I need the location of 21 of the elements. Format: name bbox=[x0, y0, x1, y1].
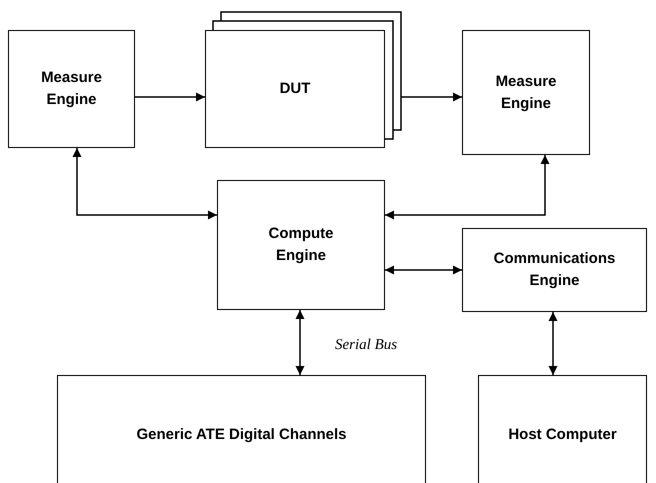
block-box bbox=[478, 375, 647, 483]
arrow bbox=[385, 155, 550, 220]
block-label: Generic ATE Digital Channels bbox=[135, 425, 348, 445]
arrow bbox=[296, 310, 304, 375]
arrow bbox=[401, 92, 462, 102]
block-label: Compute Engine bbox=[268, 224, 334, 266]
block-label: Communications Engine bbox=[492, 249, 616, 291]
arrow bbox=[72, 148, 217, 220]
block-label: Host Computer bbox=[507, 425, 618, 445]
block-box bbox=[57, 375, 426, 483]
block-box bbox=[8, 30, 135, 148]
block-box bbox=[462, 30, 590, 155]
arrow bbox=[548, 312, 558, 375]
block-label: DUT bbox=[278, 79, 312, 99]
block-box bbox=[217, 180, 385, 310]
block-box bbox=[205, 30, 385, 148]
block-label: Measure Engine bbox=[494, 72, 558, 114]
block-box bbox=[462, 228, 647, 312]
block-label: Measure Engine bbox=[40, 68, 103, 110]
arrow bbox=[385, 266, 462, 274]
arrow bbox=[135, 92, 205, 102]
